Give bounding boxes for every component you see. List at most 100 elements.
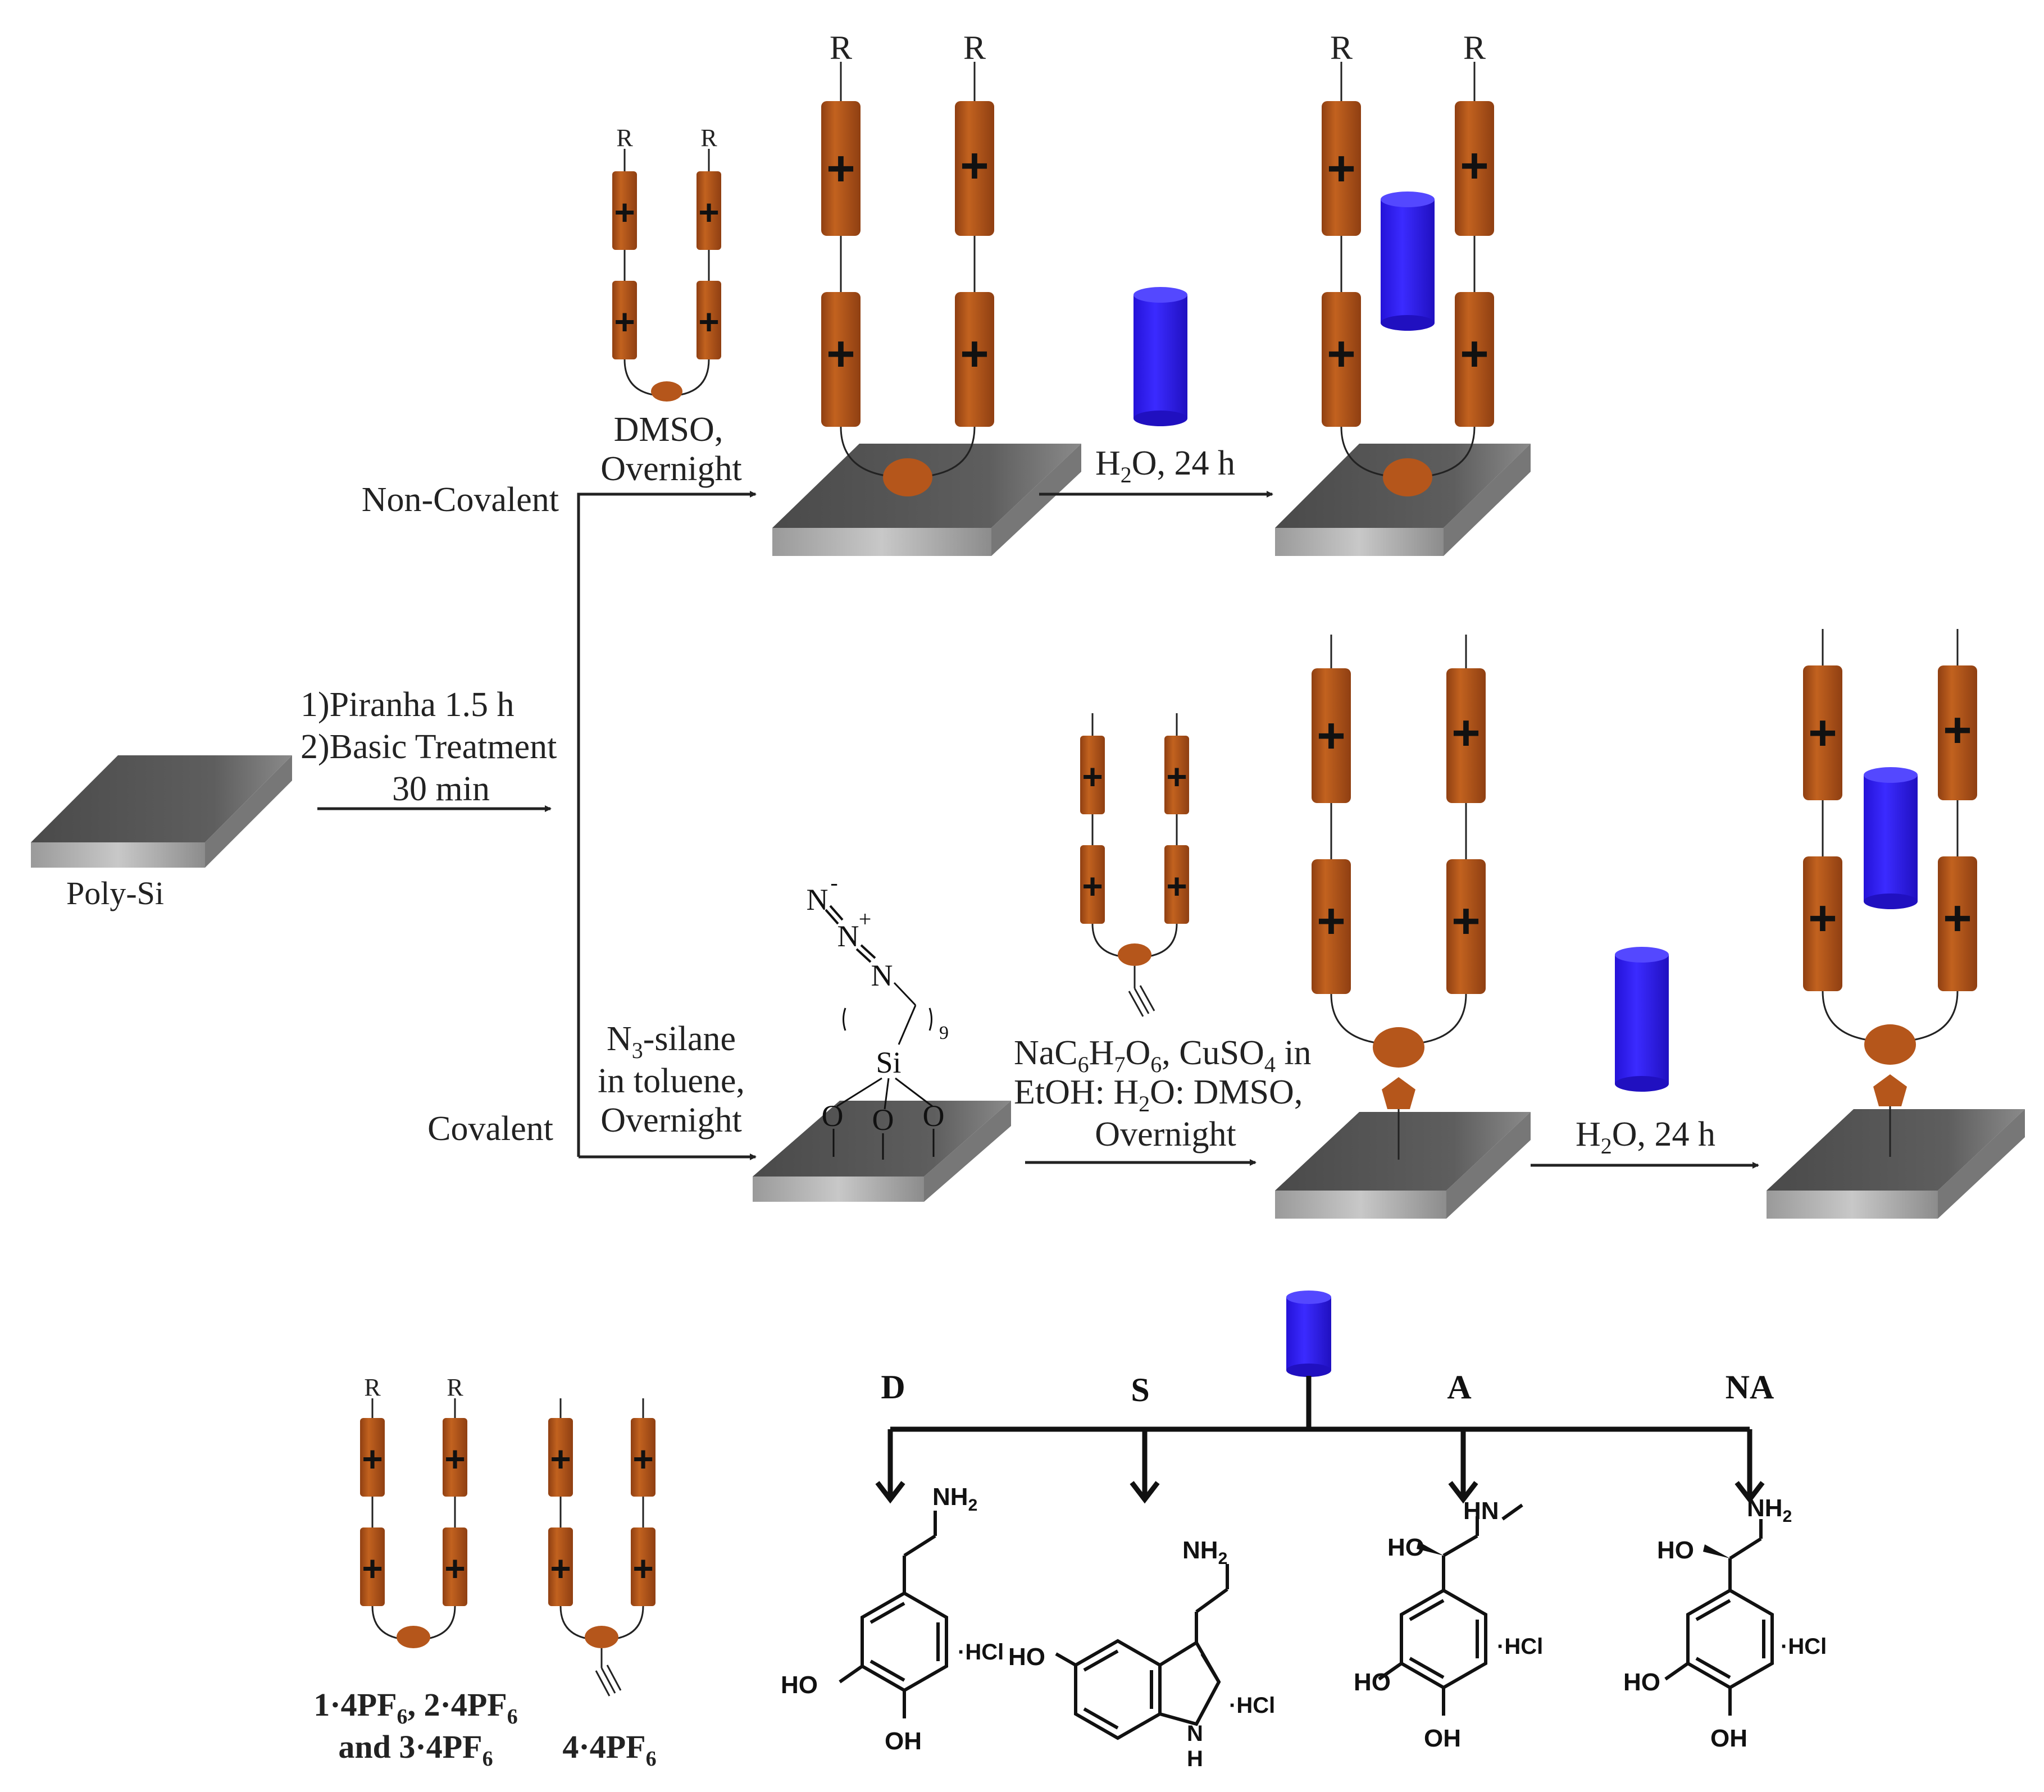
substrate-covalent-1 [1275, 1112, 1531, 1219]
svg-text:N: N [1187, 1721, 1203, 1746]
svg-text:+: + [1460, 326, 1488, 381]
branch-line [577, 491, 757, 1157]
svg-text:HO: HO [1354, 1668, 1391, 1696]
pretreatment-time: 30 min [392, 770, 490, 808]
azide-silane-structure: N - N + N 9 Si O O O [807, 870, 949, 1160]
svg-text:+: + [1327, 140, 1355, 196]
svg-text:+: + [444, 1548, 465, 1589]
silane-label-2: in toluene, [598, 1062, 745, 1100]
non-covalent-label: Non-Covalent [362, 481, 559, 519]
svg-text:O: O [923, 1099, 945, 1133]
svg-text:NH2: NH2 [932, 1483, 977, 1515]
svg-text:N: N [871, 959, 893, 992]
svg-text:+: + [960, 326, 989, 381]
adrenaline-structure [1378, 1503, 1523, 1716]
svg-text:·HCl: ·HCl [1229, 1693, 1275, 1718]
svg-text:H: H [1187, 1747, 1203, 1771]
click-label-1: NaC6H7O6, CuSO4 in [1014, 1034, 1312, 1077]
h2o-label-top: H2O, 24 h [1095, 444, 1235, 487]
svg-text:OH: OH [1424, 1725, 1461, 1752]
svg-text:HO: HO [1387, 1534, 1424, 1561]
svg-text:·HCl: ·HCl [1497, 1634, 1543, 1659]
svg-text:+: + [1943, 890, 1972, 946]
svg-text:·HCl: ·HCl [1781, 1634, 1827, 1659]
svg-text:+: + [859, 906, 872, 932]
host-cylinder-bottom [1615, 947, 1669, 1092]
large-u-molecule-covalent-1: + + + + [1312, 635, 1486, 1160]
small-u-molecule-top: R R + + + + [612, 124, 721, 402]
svg-text:+: + [826, 140, 855, 196]
svg-text:+: + [362, 1439, 383, 1479]
svg-text:R: R [963, 29, 986, 66]
compound-4-label: 4·4PF6 [562, 1729, 656, 1771]
svg-text:·HCl: ·HCl [958, 1640, 1004, 1665]
svg-text:R: R [830, 29, 852, 66]
svg-text:+: + [362, 1548, 383, 1589]
host-guest-complex-covalent: + + + + [1803, 629, 1977, 1157]
click-label-2: EtOH: H2O: DMSO, [1014, 1073, 1303, 1116]
svg-text:HO: HO [1008, 1643, 1045, 1671]
svg-text:HO: HO [781, 1671, 818, 1699]
analyte-na-label: NA [1726, 1369, 1774, 1406]
svg-text:+: + [444, 1439, 465, 1479]
large-u-molecule-noncovalent-1: R R + + + + [821, 29, 994, 496]
poly-si-label: Poly-Si [66, 875, 164, 911]
host-cylinder-analyte [1286, 1291, 1331, 1377]
svg-text:+: + [1451, 705, 1480, 760]
svg-text:HO: HO [1657, 1536, 1694, 1564]
substrate-noncovalent-1 [772, 444, 1081, 556]
svg-text:+: + [1327, 326, 1355, 381]
svg-text:R: R [616, 124, 633, 152]
svg-text:N: N [807, 883, 828, 916]
svg-text:+: + [614, 302, 635, 342]
svg-text:+: + [1808, 705, 1837, 760]
svg-text:OH: OH [1710, 1725, 1747, 1752]
compound-4-structure: + + + + [548, 1398, 655, 1697]
svg-text:+: + [1460, 138, 1488, 193]
svg-text:+: + [632, 1439, 653, 1479]
adrenaline-wedge [1417, 1542, 1444, 1556]
svg-text:HN: HN [1463, 1497, 1499, 1525]
substrate-silane [753, 1101, 1011, 1202]
svg-text:O: O [822, 1099, 844, 1133]
dopamine-labels: NH2 HO OH ·HCl [781, 1483, 1004, 1755]
svg-text:+: + [960, 138, 989, 193]
svg-text:+: + [1317, 708, 1345, 763]
dopamine-structure [839, 1511, 948, 1718]
svg-text:+: + [698, 302, 719, 342]
serotonin-labels: NH2 HO ·HCl N H [1008, 1536, 1275, 1771]
substrate-covalent-2 [1767, 1109, 2025, 1219]
dmso-label-1: DMSO, [614, 411, 723, 449]
analyte-tree [875, 1376, 1765, 1504]
svg-text:+: + [550, 1548, 571, 1589]
host-guest-complex-noncovalent: R R + + + + [1322, 29, 1494, 496]
svg-text:+: + [632, 1548, 653, 1589]
click-label-3: Overnight [1095, 1115, 1236, 1153]
svg-text:+: + [1451, 893, 1480, 949]
noradrenaline-wedge [1703, 1544, 1730, 1558]
dmso-label-2: Overnight [600, 450, 741, 488]
svg-text:NH2: NH2 [1182, 1536, 1227, 1568]
alkyne-u-molecule-top: + + + + [1080, 713, 1189, 1017]
adrenaline-labels: HN HO HO OH ·HCl [1354, 1497, 1543, 1752]
compound-1-3-structure: R R + + + + [360, 1374, 467, 1648]
host-cylinder-top [1133, 287, 1187, 426]
h2o-label-bottom: H2O, 24 h [1576, 1115, 1715, 1159]
poly-si-substrate [31, 755, 292, 868]
svg-text:R: R [700, 124, 717, 152]
noradrenaline-structure [1664, 1519, 1774, 1716]
svg-text:R: R [1463, 29, 1486, 66]
noradrenaline-labels: NH2 HO HO OH ·HCl [1623, 1494, 1827, 1752]
svg-text:N: N [837, 919, 859, 953]
svg-text:+: + [550, 1439, 571, 1479]
svg-text:R: R [1330, 29, 1353, 66]
analyte-s-label: S [1131, 1371, 1149, 1408]
svg-text:O: O [872, 1103, 894, 1137]
svg-text:+: + [1808, 890, 1837, 946]
svg-text:+: + [1166, 866, 1187, 906]
pretreatment-step1: 1)Piranha 1.5 h [301, 686, 515, 724]
svg-text:+: + [698, 192, 719, 232]
svg-text:+: + [826, 326, 855, 381]
svg-text:-: - [830, 870, 837, 895]
